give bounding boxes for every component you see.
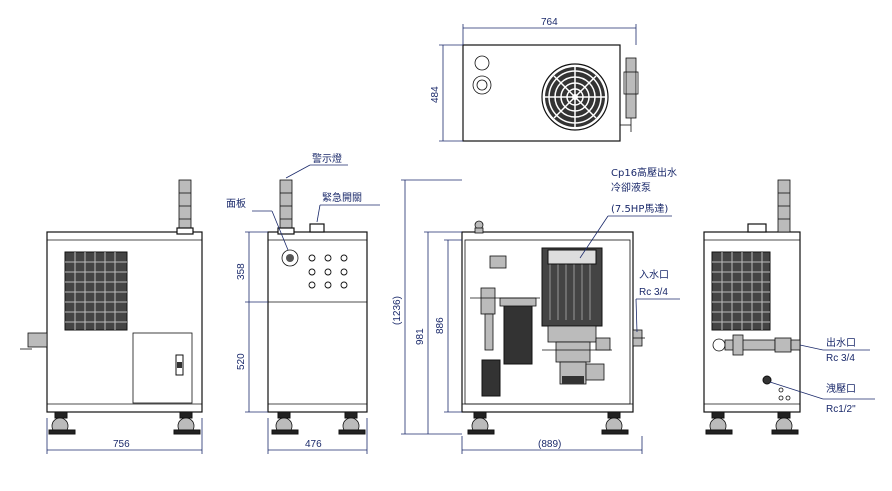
front-panel-view [267,179,368,435]
right-side-view [703,179,801,435]
left-side-view [20,179,203,435]
label-pump-line2: 冷卻液泵 [611,181,651,194]
label-pump-line3: (7.5HP馬達) [611,203,668,215]
dim-panel-heights: 358 520 [236,231,268,413]
dim-358-label: 358 [236,263,247,280]
leaders-right: 出水口 Rc 3/4 洩壓口 Rc1/2" [769,336,875,415]
dim-764-label: 764 [541,17,558,28]
dim-side-width: 476 [267,418,368,454]
dim-886-label: 886 [435,317,446,334]
dim-520-label: 520 [236,353,247,370]
label-outlet-name: 出水口 [826,336,856,349]
left-wheels [48,411,201,435]
leaders-front: 警示燈 面板 緊急開關 [226,152,380,251]
internal-view [461,220,645,435]
dim-889-label: (889) [538,439,561,450]
dim-top-depth: 484 [430,44,463,142]
dim-981-label: 981 [415,328,426,345]
label-inlet-size: Rc 3/4 [639,287,668,298]
dim-756-label: 756 [113,439,130,450]
label-outlet-size: Rc 3/4 [826,353,855,364]
dim-1236-label: (1236) [392,296,403,325]
label-panel: 面板 [226,197,246,210]
label-relief-size: Rc1/2" [826,404,856,415]
label-emergency-switch: 緊急開關 [322,191,362,204]
label-relief-name: 洩壓口 [826,382,856,395]
dim-top-width: 764 [462,17,637,45]
top-view [462,44,639,142]
dim-484-label: 484 [430,86,441,103]
label-inlet-name: 入水口 [639,269,669,281]
dim-front-width: 756 [46,418,203,454]
dim-internal: (1236) 981 886 (889) [392,179,643,454]
fan-grille [541,63,609,131]
label-pump-line1: Cp16高壓出水 [611,166,677,179]
dim-476-label: 476 [305,439,322,450]
label-alarm-light: 警示燈 [312,152,342,165]
leaders-internal: Cp16高壓出水 冷卻液泵 (7.5HP馬達) 入水口 Rc 3/4 [579,166,680,333]
